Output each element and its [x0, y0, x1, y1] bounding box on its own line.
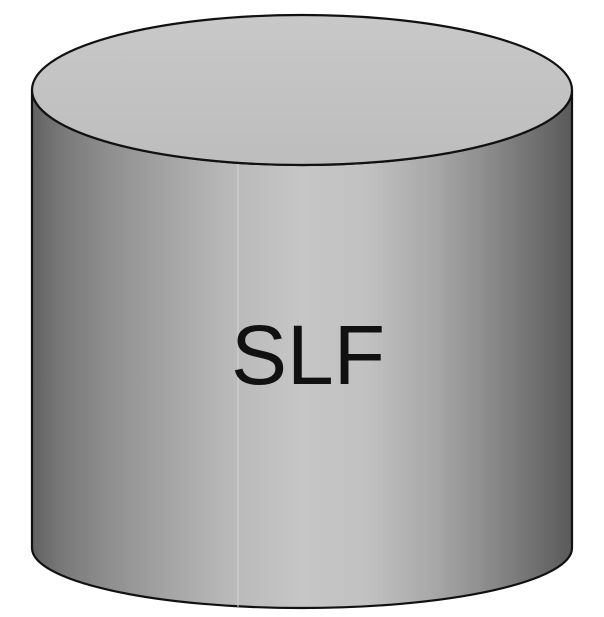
cylinder-top — [30, 13, 574, 167]
cylinder-label: SLF — [231, 308, 385, 402]
database-cylinder: SLF — [30, 13, 574, 610]
